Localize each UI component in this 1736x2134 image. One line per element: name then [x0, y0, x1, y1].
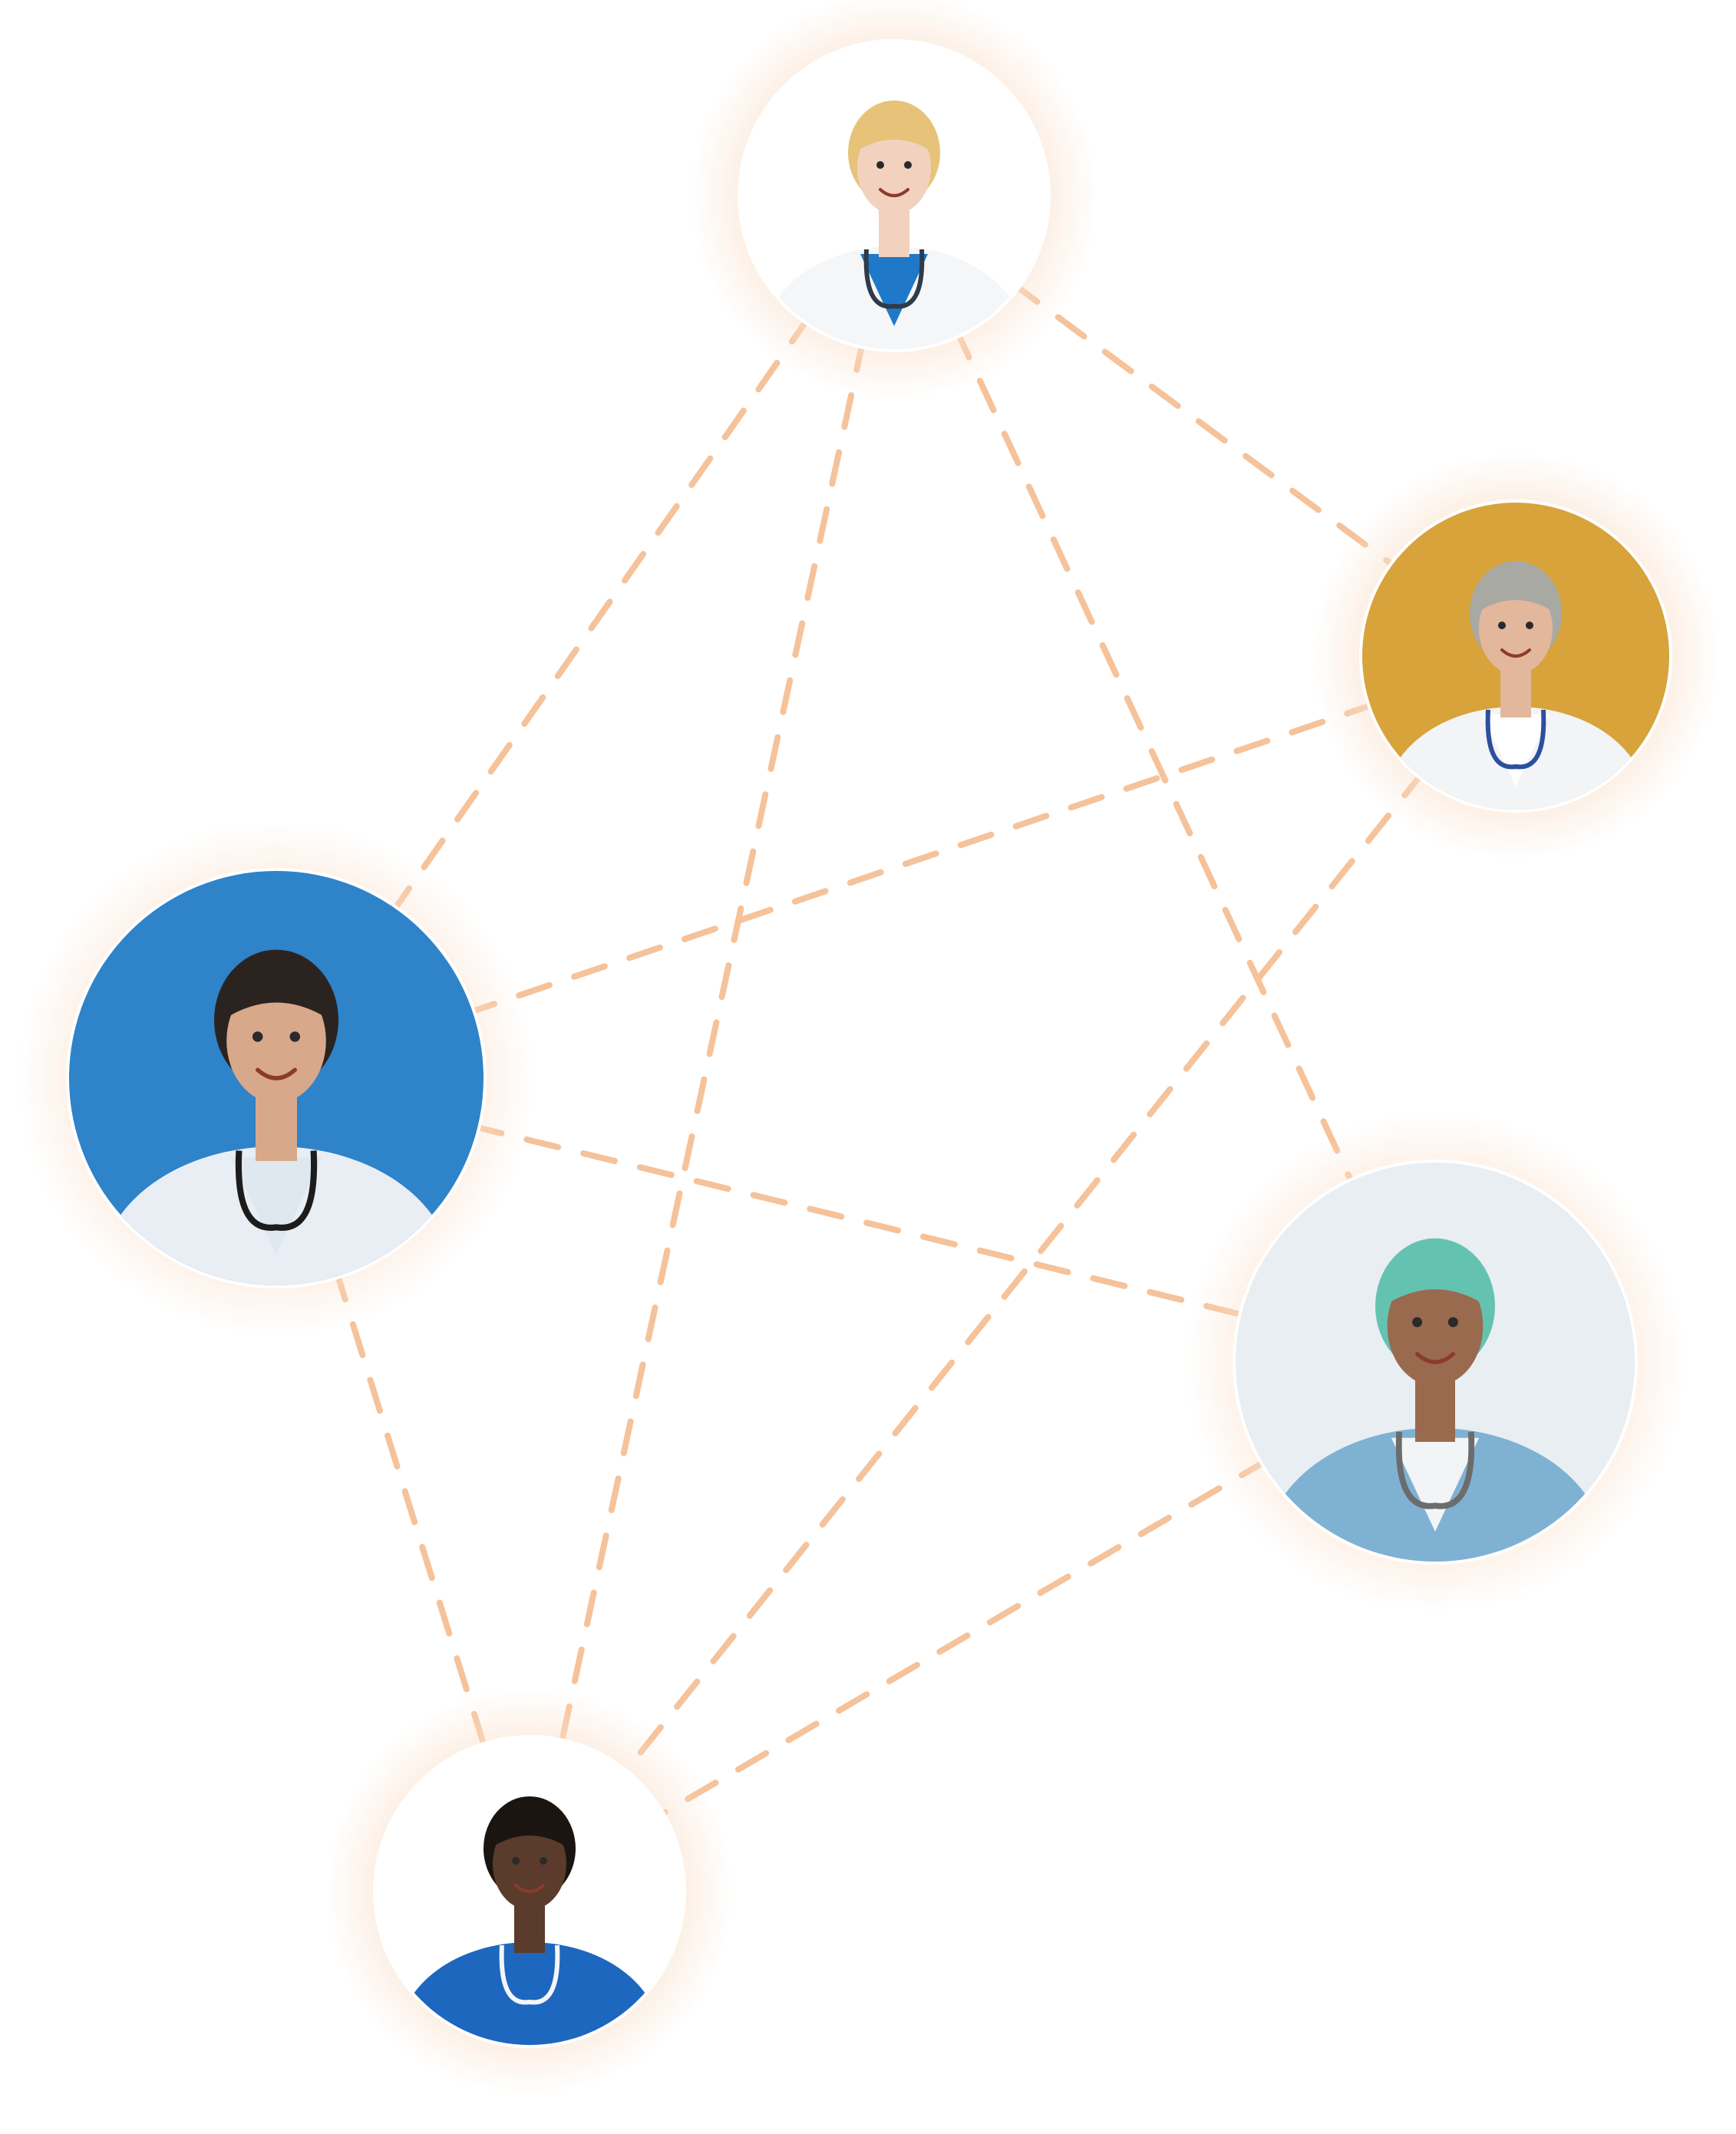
doctor-node-lab-doctor: [1312, 453, 1719, 859]
dashed-edge-female-doctor-to-lab-doctor: [1008, 279, 1402, 572]
dashed-edge-dentist-to-nurse: [332, 1265, 490, 1756]
doctor-portrait-nurse: [376, 1738, 683, 2045]
dashed-edge-female-doctor-to-nurse: [556, 335, 867, 1753]
dashed-edge-surgeon-to-nurse: [652, 1456, 1273, 1822]
doctor-node-nurse: [326, 1688, 733, 2095]
dashed-edge-female-doctor-to-dentist: [388, 312, 814, 918]
doctor-portrait-female-doctor: [741, 42, 1048, 349]
dashed-edge-female-doctor-to-surgeon: [952, 325, 1358, 1192]
dashed-edge-dentist-to-surgeon: [467, 1122, 1252, 1320]
doctor-node-surgeon: [1186, 1113, 1685, 1611]
doctor-nodes: [19, 0, 1719, 2095]
doctor-node-dentist: [19, 821, 533, 1335]
dashed-edge-lab-doctor-to-nurse: [617, 767, 1428, 1781]
doctor-node-female-doctor: [691, 0, 1097, 399]
doctor-portrait-lab-doctor: [1362, 503, 1669, 810]
dashed-edge-lab-doctor-to-dentist: [462, 700, 1381, 1018]
connection-lines: [332, 279, 1428, 1822]
doctor-portrait-surgeon: [1236, 1163, 1635, 1562]
doctor-portrait-dentist: [69, 871, 484, 1285]
